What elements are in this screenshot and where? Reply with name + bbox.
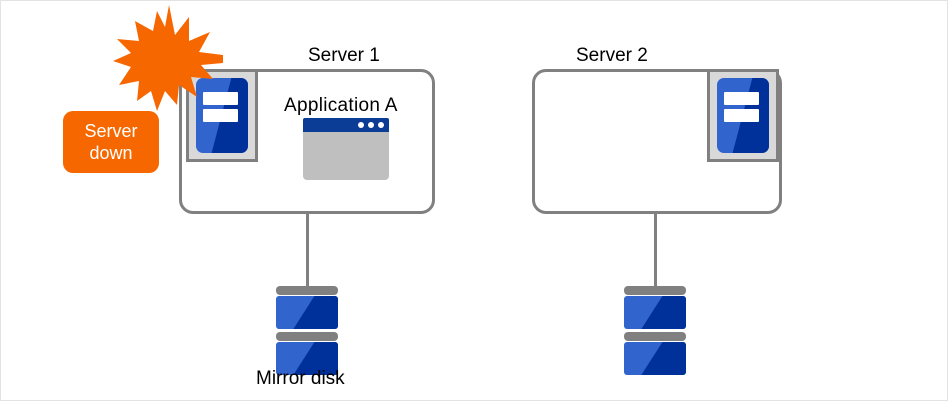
server-down-badge: Server down <box>63 111 159 173</box>
server-1-disk-connector <box>306 212 309 287</box>
app-window-dot-icon <box>378 122 384 128</box>
app-window-dot-icon <box>358 122 364 128</box>
server-icon-bar-1 <box>202 91 239 105</box>
app-window-body <box>303 132 389 180</box>
disk-body <box>276 342 338 375</box>
disk-body <box>276 296 338 329</box>
disk-cap <box>276 286 338 295</box>
server-machine-icon <box>707 69 779 162</box>
server-down-line-2: down <box>89 143 133 163</box>
app-window-titlebar <box>303 118 389 132</box>
disk-shade <box>641 296 686 329</box>
disk-body <box>624 296 686 329</box>
server-1-title: Server 1 <box>308 45 380 66</box>
mirror-disk-right <box>624 286 686 375</box>
app-window-dot-icon <box>368 122 374 128</box>
application-window-icon <box>303 118 389 180</box>
server-icon-body <box>196 78 248 153</box>
server-icon-bar-2 <box>723 108 760 122</box>
server-2-title: Server 2 <box>576 45 648 66</box>
server-icon-bar-2 <box>202 108 239 122</box>
disk-cap <box>624 286 686 295</box>
server-2-disk-connector <box>654 212 657 287</box>
disk-cap <box>624 332 686 341</box>
explosion-burst-icon <box>113 5 223 111</box>
disk-shade <box>293 296 338 329</box>
server-icon-bar-1 <box>723 91 760 105</box>
server-icon-body <box>717 78 769 153</box>
mirror-disk-label: Mirror disk <box>256 368 345 389</box>
application-a-label: Application A <box>284 95 398 116</box>
server-machine-icon <box>186 69 258 162</box>
server-down-line-1: Server <box>84 120 138 141</box>
disk-body <box>624 342 686 375</box>
disk-shade <box>641 342 686 375</box>
disk-cap <box>276 332 338 341</box>
mirror-disk-left <box>276 286 338 375</box>
